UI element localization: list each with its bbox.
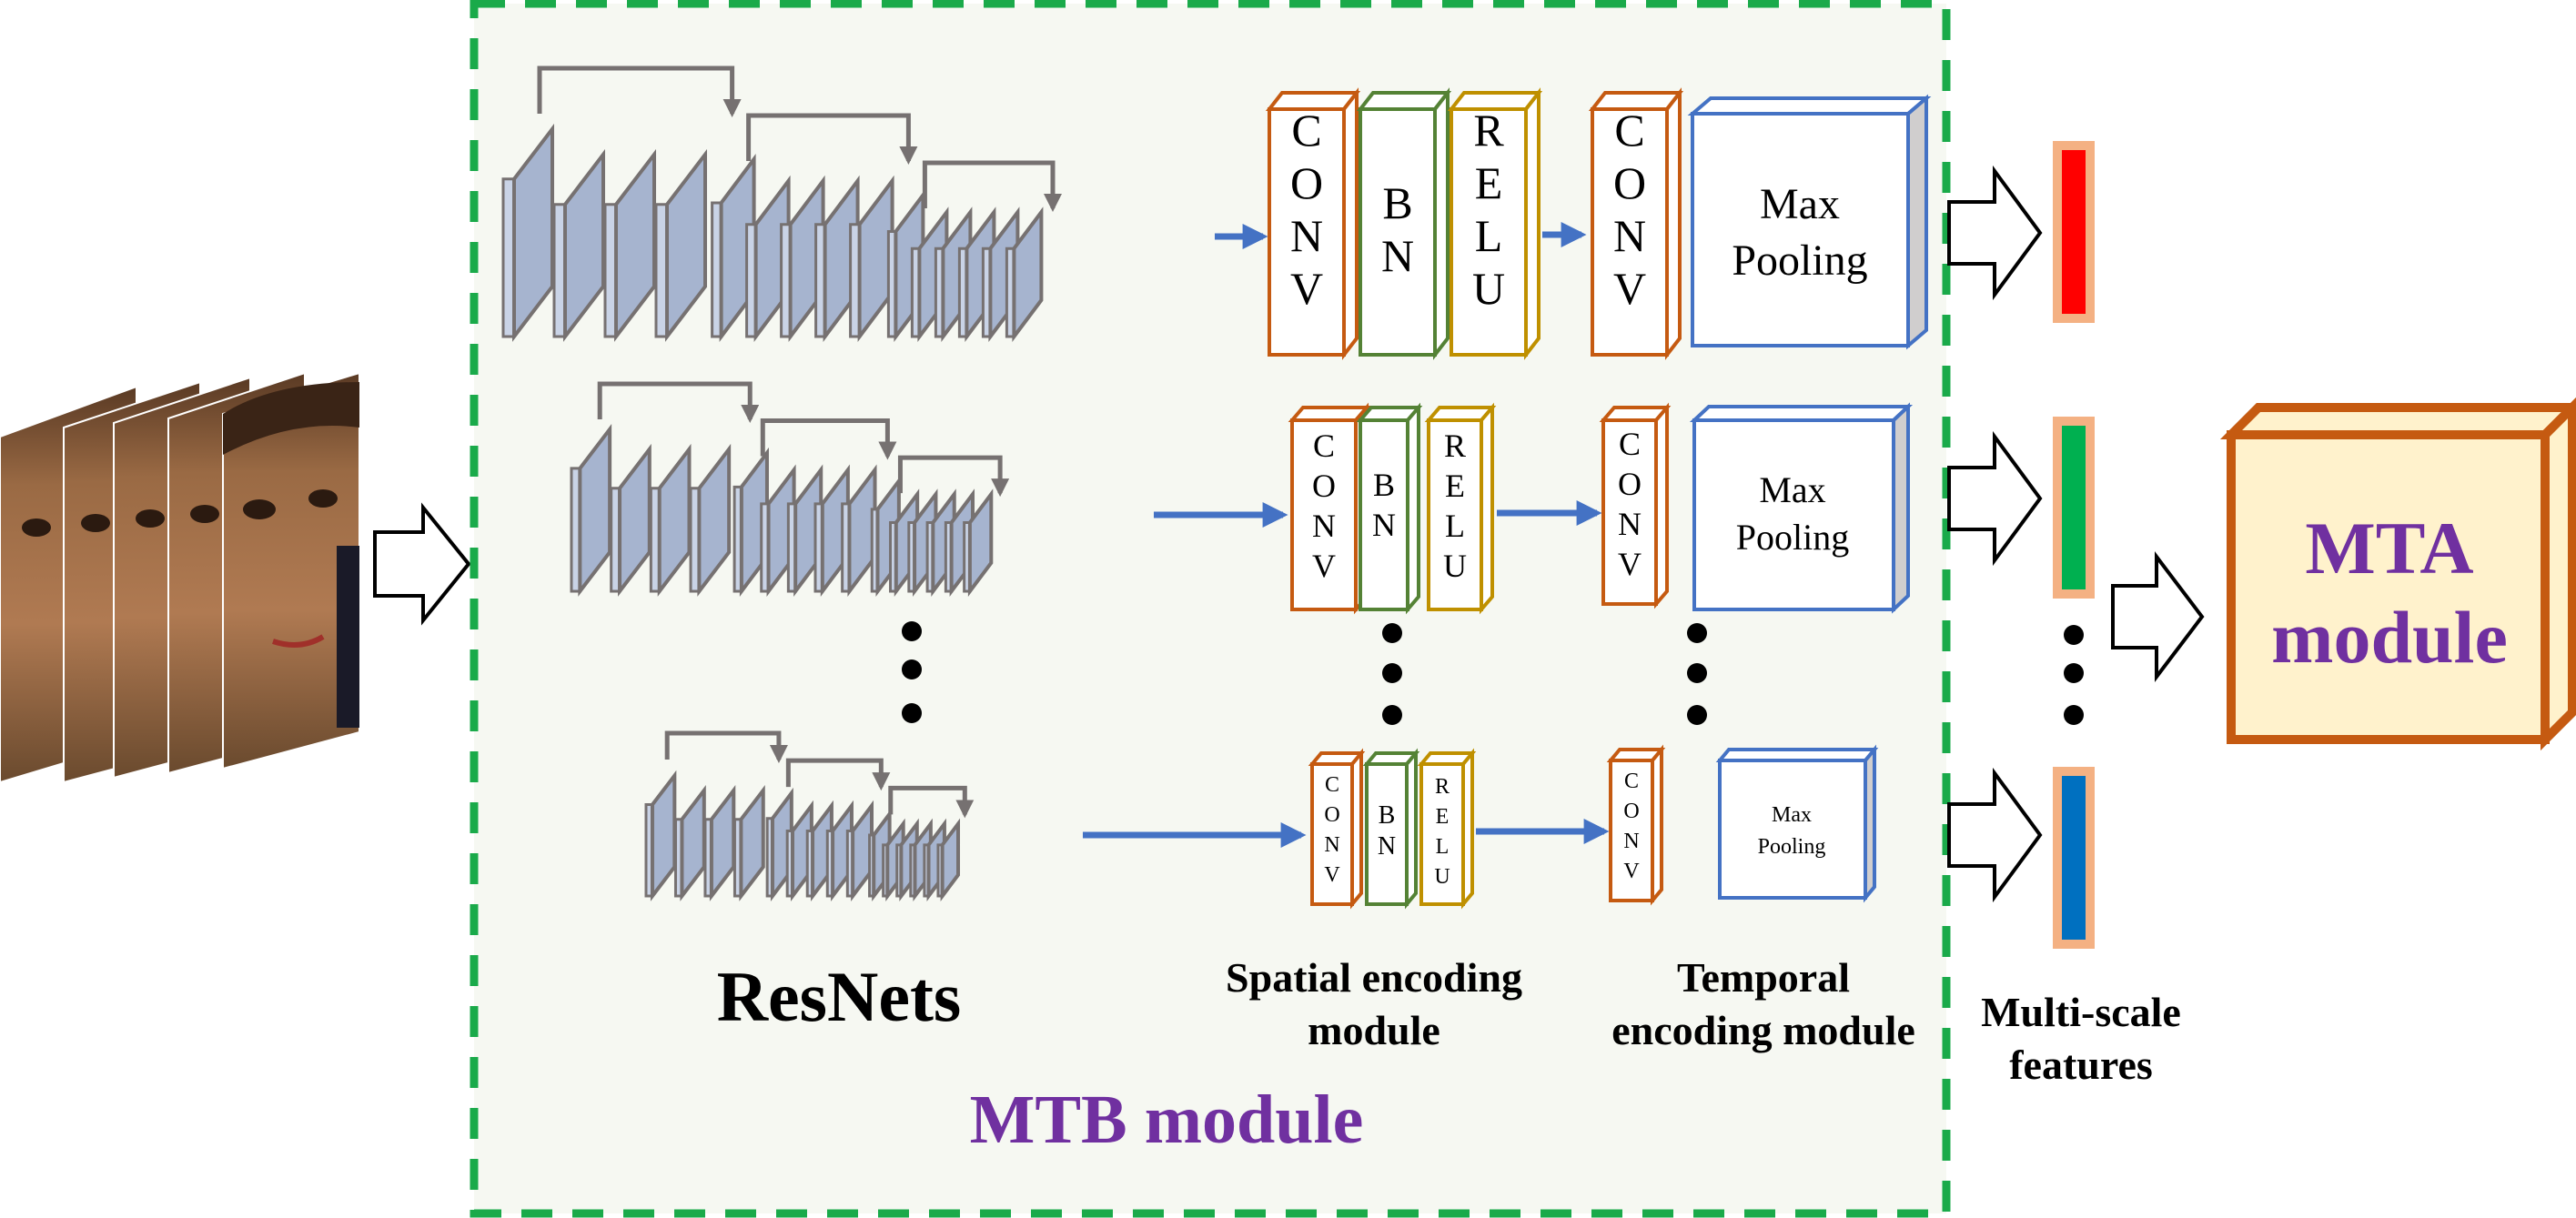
max-pooling-line1: Max (1760, 180, 1840, 228)
face-frame-front (222, 371, 360, 770)
max-pooling-line2: Pooling (1732, 237, 1867, 285)
ellipsis-spatial (1382, 623, 1402, 725)
ellipsis-temporal (1687, 623, 1707, 725)
feature-vector-green (2053, 417, 2095, 599)
input-video-frames (0, 371, 360, 784)
resnet-layer (649, 443, 692, 597)
resnet-layer (689, 443, 732, 597)
max-pooling-line2: Pooling (1758, 835, 1826, 859)
resnet-layer (845, 800, 874, 902)
max-pooling-line2: Pooling (1736, 517, 1849, 558)
mta-arrow-icon (2111, 551, 2205, 682)
max-pooling-line1: Max (1759, 469, 1825, 510)
skip-connection-arrow (664, 730, 788, 763)
max-pooling-block: Max Pooling (1689, 402, 1914, 614)
resnet-layer (936, 818, 961, 902)
feature-arrow-icon (1947, 430, 2043, 567)
temporal-label-line2: encoding module (1611, 1007, 1915, 1053)
ellipsis-resnets (902, 621, 922, 723)
resnet-layer (570, 424, 612, 597)
resnet-layer (849, 175, 894, 342)
skip-connection-arrow (888, 785, 975, 819)
ellipsis-features (2064, 625, 2084, 725)
spatial-label-line1: Spatial encoding (1226, 954, 1522, 1001)
feature-arrow-icon (1947, 165, 2043, 301)
resnet-layer (673, 784, 706, 901)
resnet-layer (610, 443, 652, 597)
resnet-layer (703, 784, 736, 901)
temporal-label-line1: Temporal (1677, 954, 1850, 1001)
resnet-layer (654, 148, 707, 342)
feature-arrow-icon (1947, 767, 2043, 903)
feature-vector-red (2053, 141, 2095, 323)
mtb-module-title: MTB module (970, 1082, 1364, 1158)
spatial-label-line2: module (1308, 1007, 1440, 1053)
resnet-layer (552, 148, 605, 342)
skip-connection-arrow (746, 113, 918, 165)
multi-scale-label-line2: features (2009, 1042, 2153, 1088)
skip-connection-arrow (785, 758, 891, 791)
mta-label-line1: MTA (2305, 507, 2473, 589)
max-pooling-line1: Max (1772, 803, 1812, 827)
multi-scale-label-line1: Multi-scale (1981, 989, 2181, 1035)
resnet-layer (841, 464, 877, 597)
mta-module-box: MTA module (2219, 397, 2576, 751)
resnet-layer (732, 784, 765, 901)
feature-vector-blue (2053, 767, 2095, 949)
skip-connection-arrow (897, 455, 1010, 498)
input-arrow-icon (373, 502, 471, 626)
resnet-layer (923, 818, 946, 901)
mta-label-line2: module (2271, 596, 2508, 679)
max-pooling-block: Max Pooling (1715, 744, 1879, 903)
resnet-stacks (501, 65, 1062, 902)
skip-connection-arrow (922, 160, 1062, 212)
resnet-layer (786, 464, 823, 598)
max-pooling-block: Max Pooling (1687, 94, 1932, 350)
resnet-layer (603, 148, 656, 342)
resnet-layer (1005, 206, 1044, 342)
skip-connection-arrow (760, 418, 897, 460)
skip-connection-arrow (537, 65, 742, 117)
resnets-label: ResNets (717, 957, 962, 1036)
resnet-layer (644, 770, 677, 901)
skip-connection-arrow (597, 381, 760, 423)
resnet-layer (501, 123, 554, 342)
